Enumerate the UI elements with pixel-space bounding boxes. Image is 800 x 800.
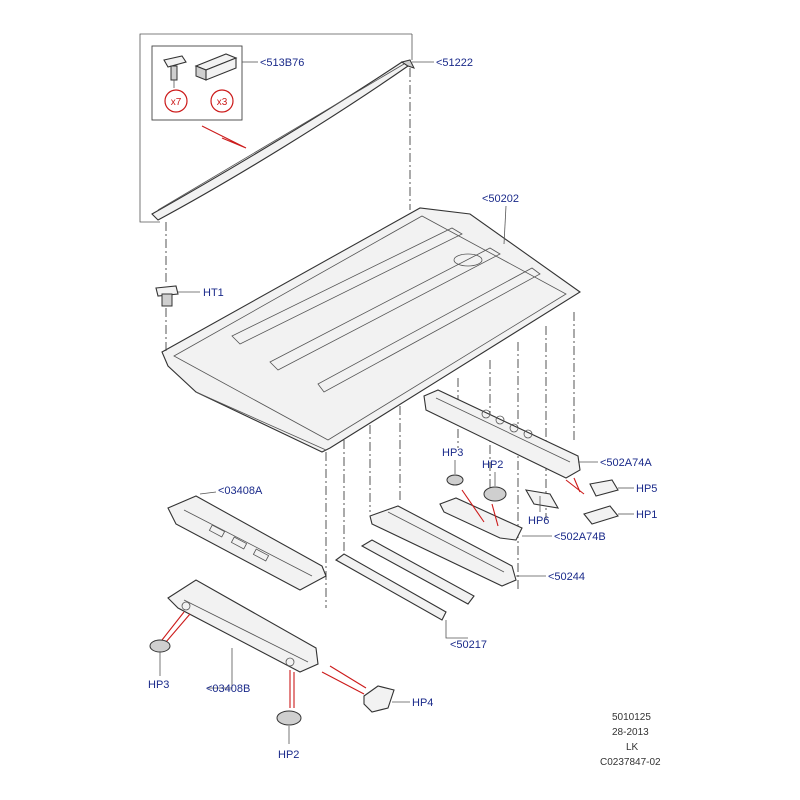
roof-panel — [161, 207, 581, 453]
qty-blocks-badge: x3 — [210, 89, 234, 113]
clip-part — [163, 55, 187, 88]
callout-502a74a: <502A74A — [600, 457, 652, 469]
callout-hp4: HP4 — [412, 697, 433, 709]
callout-hp5: HP5 — [636, 483, 657, 495]
hp6-pad — [524, 489, 560, 509]
footer-line-3: LK — [626, 742, 639, 753]
hp1-pad — [583, 505, 619, 525]
roof-bow-50244 — [369, 505, 517, 587]
rear-cross-member-a — [423, 389, 581, 479]
callout-hp3-top: HP3 — [442, 447, 463, 459]
callout-hp2-top: HP2 — [482, 459, 503, 471]
callout-hp1: HP1 — [636, 509, 657, 521]
callout-hp6: HP6 — [528, 515, 549, 527]
svg-text:x7: x7 — [171, 97, 182, 108]
roof-bow-50217 — [334, 539, 475, 621]
roof-moulding-strip — [151, 59, 415, 221]
ht1-stud — [155, 285, 179, 307]
callout-hp3-bottom: HP3 — [148, 679, 169, 691]
callout-50217: <50217 — [450, 639, 487, 651]
callout-50244: <50244 — [548, 571, 585, 583]
callout-hp2-bottom: HP2 — [278, 749, 299, 761]
footer-line-1: 5010125 — [612, 712, 651, 723]
footer-line-2: 28-2013 — [612, 727, 649, 738]
callout-502a74b: <502A74B — [554, 531, 606, 543]
rear-bracket-b — [439, 497, 523, 541]
hp3-top-grommet — [446, 474, 464, 486]
front-header-lower — [167, 579, 319, 673]
callout-03408b: <03408B — [206, 683, 250, 695]
hp5-pad — [589, 479, 619, 497]
callout-ht1: HT1 — [203, 287, 224, 299]
foam-block-part — [194, 53, 238, 81]
hp4-pad — [363, 685, 395, 713]
hp3-bottom-grommet — [149, 639, 171, 653]
alignment-lines — [165, 68, 575, 608]
footer-line-4: C0237847-02 — [600, 757, 661, 768]
moulding-inset-box — [139, 33, 434, 223]
svg-text:x3: x3 — [217, 97, 228, 108]
callout-513b76: <513B76 — [260, 57, 304, 69]
qty-clips-badge: x7 — [164, 89, 188, 113]
callout-50202: <50202 — [482, 193, 519, 205]
hp2-bottom-grommet — [276, 710, 302, 726]
callout-03408a: <03408A — [218, 485, 263, 497]
footer-reference: 5010125 28-2013 LK C0237847-02 — [600, 712, 661, 768]
hp2-top-grommet — [483, 486, 507, 502]
front-header-upper — [167, 495, 327, 591]
callout-51222: <51222 — [436, 57, 473, 69]
